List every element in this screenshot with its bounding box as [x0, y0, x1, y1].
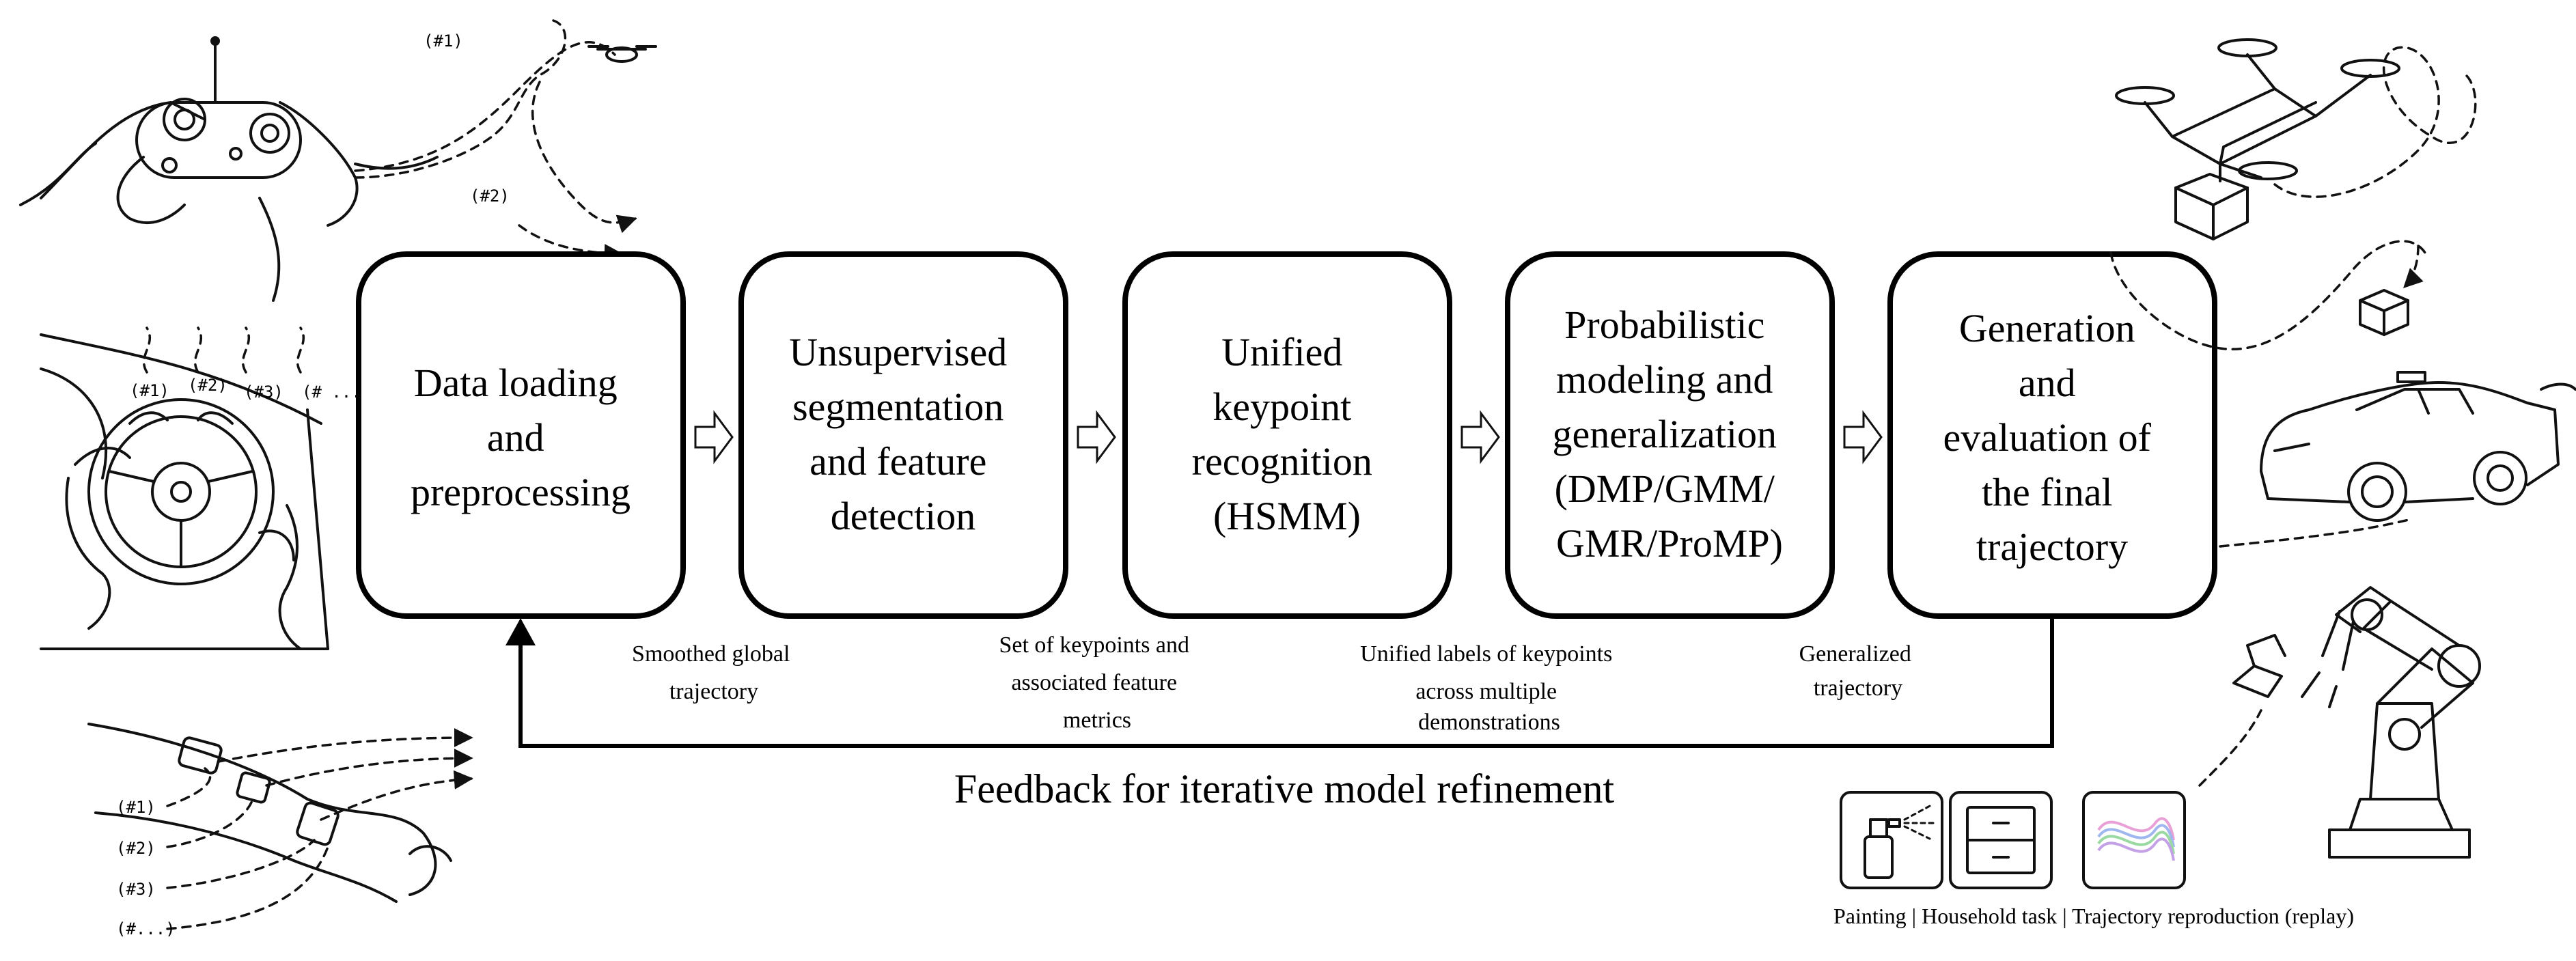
stage-box-2: Unsupervised segmentation and feature de…: [738, 251, 1068, 619]
edge-label: Smoothed global trajectory: [632, 641, 796, 704]
steering-wheel-driver-icon: [40, 333, 329, 650]
edge-label: Unified labels of keypoints across multi…: [1360, 641, 1618, 735]
flow-arrow: [1077, 410, 1116, 464]
driving-tag: (#2): [188, 376, 227, 395]
spray-painting-icon: [1840, 791, 1943, 889]
driving-tag: (#3): [244, 382, 283, 402]
driving-tag: (#1): [130, 381, 169, 400]
stage-title: Generation and evaluation of the final t…: [1943, 306, 2161, 569]
delivery-drone-icon: [2115, 38, 2400, 240]
stage-title: Data loading and preprocessing: [411, 361, 631, 514]
wearable-tag: (#3): [116, 880, 156, 899]
stage-box-4: Probabilistic modeling and generalizatio…: [1505, 251, 1835, 619]
stage-box-1: Data loading and preprocessing: [356, 251, 686, 619]
controller-tag: (#2): [470, 186, 510, 206]
controller-tag: (#1): [424, 31, 463, 51]
robot-arm-icon: [2232, 586, 2481, 859]
edge-label: Generalized trajectory: [1799, 641, 1917, 701]
car-icon: [2260, 371, 2576, 522]
stage-box-5: Generation and evaluation of the final t…: [1887, 251, 2217, 619]
edge-label: Set of keypoints and associated feature …: [999, 632, 1195, 733]
stage-title: Unified keypoint recognition (HSMM): [1192, 330, 1383, 538]
small-drone-icon: [587, 45, 657, 63]
wearable-tag: (#1): [116, 798, 156, 817]
stage-title: Probabilistic modeling and generalizatio…: [1553, 303, 1787, 566]
stage-title: Unsupervised segmentation and feature de…: [789, 330, 1016, 538]
trajectory-replay-icon: [2082, 791, 2186, 889]
flow-arrow: [694, 410, 734, 464]
wearable-tag: (#...): [116, 919, 176, 938]
flow-arrow: [1460, 410, 1500, 464]
feedback-label: Feedback for iterative model refinement: [954, 766, 1615, 811]
applications-caption: Painting | Household task | Trajectory r…: [1833, 904, 2354, 928]
drawer-cabinet-icon: [1949, 791, 2053, 889]
stage-box-3: Unified keypoint recognition (HSMM): [1122, 251, 1452, 619]
feedback-loop-arrow: [505, 616, 2054, 748]
package-box-icon: [2359, 289, 2409, 336]
remote-controller-hands-icon: [19, 36, 439, 302]
wearable-tag: (#2): [116, 839, 156, 858]
flow-arrow: [1843, 410, 1883, 464]
